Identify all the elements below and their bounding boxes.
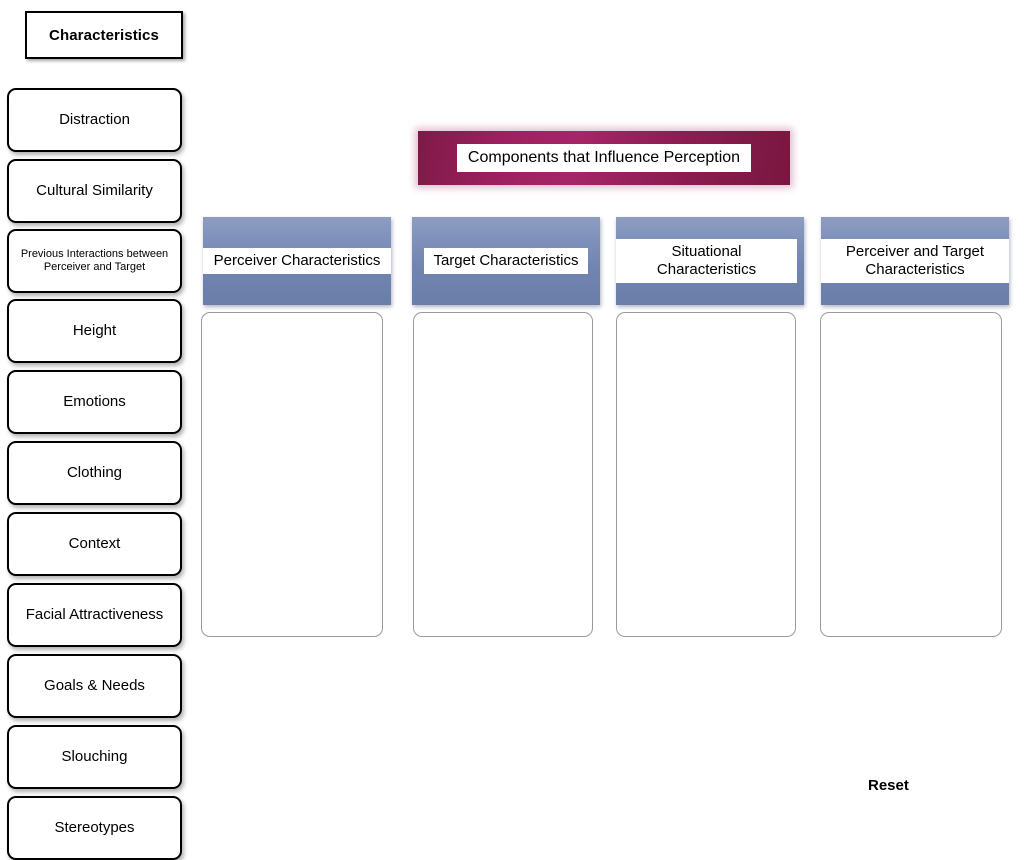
characteristic-card[interactable]: Goals & Needs bbox=[7, 654, 182, 718]
column-header: Target Characteristics bbox=[412, 217, 600, 305]
column-title: Perceiver Characteristics bbox=[213, 252, 381, 269]
drop-zone[interactable] bbox=[201, 312, 383, 637]
sidebar-header-label: Characteristics bbox=[49, 26, 159, 44]
column-title: Target Characteristics bbox=[433, 252, 579, 269]
column-header: Perceiver Characteristics bbox=[203, 217, 391, 305]
characteristic-card-label: Emotions bbox=[63, 393, 126, 411]
reset-button[interactable]: Reset bbox=[864, 775, 913, 796]
page-title-banner: Components that Influence Perception bbox=[418, 131, 790, 185]
column-title: Situational Characteristics bbox=[656, 243, 757, 278]
characteristic-card[interactable]: Stereotypes bbox=[7, 796, 182, 860]
characteristic-card-label: Goals & Needs bbox=[44, 677, 145, 695]
characteristic-card-label: Previous Interactions between Perceiver … bbox=[20, 247, 169, 273]
column-header-inner: Target Characteristics bbox=[424, 248, 588, 274]
characteristic-card-label: Cultural Similarity bbox=[36, 182, 153, 200]
page-title-inner: Components that Influence Perception bbox=[457, 144, 751, 172]
characteristic-card[interactable]: Height bbox=[7, 299, 182, 363]
characteristic-card-label: Height bbox=[72, 322, 117, 340]
characteristic-card[interactable]: Previous Interactions between Perceiver … bbox=[7, 229, 182, 293]
column-header-inner: Perceiver Characteristics bbox=[203, 248, 391, 274]
characteristic-card-label: Facial Attractiveness bbox=[25, 606, 164, 624]
characteristic-card[interactable]: Facial Attractiveness bbox=[7, 583, 182, 647]
characteristic-card-label: Context bbox=[68, 535, 121, 553]
drop-zone[interactable] bbox=[413, 312, 593, 637]
characteristic-card-label: Clothing bbox=[66, 464, 123, 482]
characteristic-card[interactable]: Emotions bbox=[7, 370, 182, 434]
drop-zone[interactable] bbox=[820, 312, 1002, 637]
drop-zone[interactable] bbox=[616, 312, 796, 637]
characteristic-card[interactable]: Distraction bbox=[7, 88, 182, 152]
characteristic-card[interactable]: Cultural Similarity bbox=[7, 159, 182, 223]
characteristic-card-label: Stereotypes bbox=[54, 819, 135, 837]
column-title: Perceiver and Target Characteristics bbox=[845, 243, 985, 278]
characteristic-card-label: Distraction bbox=[59, 111, 130, 129]
sidebar-header: Characteristics bbox=[25, 11, 183, 59]
column-header-inner: Perceiver and Target Characteristics bbox=[821, 239, 1009, 283]
characteristic-card-label: Slouching bbox=[61, 748, 128, 766]
column-header: Situational Characteristics bbox=[616, 217, 804, 305]
page-title: Components that Influence Perception bbox=[467, 149, 741, 167]
characteristic-card[interactable]: Context bbox=[7, 512, 182, 576]
characteristic-card[interactable]: Clothing bbox=[7, 441, 182, 505]
column-header-inner: Situational Characteristics bbox=[616, 239, 797, 283]
column-header: Perceiver and Target Characteristics bbox=[821, 217, 1009, 305]
characteristic-card[interactable]: Slouching bbox=[7, 725, 182, 789]
